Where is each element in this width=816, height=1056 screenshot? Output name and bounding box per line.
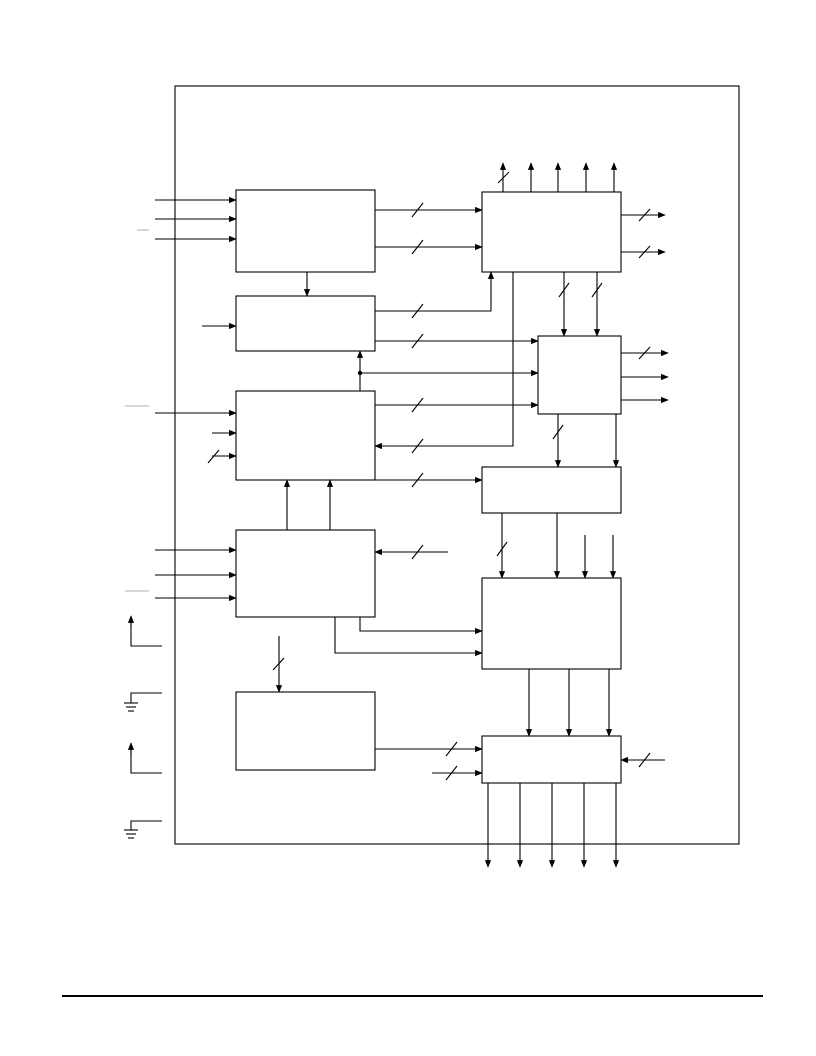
power-supply-icon bbox=[130, 617, 162, 647]
outer-frame bbox=[174, 85, 740, 845]
block-top-right bbox=[481, 191, 622, 273]
block-mid-right bbox=[537, 335, 622, 415]
bus-width-marks bbox=[207, 171, 651, 781]
link-arrow bbox=[334, 617, 483, 657]
link-arrow bbox=[359, 617, 483, 635]
block-lower-right bbox=[481, 577, 622, 670]
block-upper-left-2 bbox=[235, 295, 376, 352]
block-lower-left bbox=[235, 529, 376, 618]
bus-arrow bbox=[375, 271, 495, 312]
block-bottom-left bbox=[235, 691, 376, 771]
ground-icon bbox=[130, 820, 162, 830]
power-supply-icon bbox=[130, 744, 162, 774]
block-mid-left bbox=[235, 390, 376, 481]
block-bottom-right bbox=[481, 735, 622, 784]
bus-arrow bbox=[374, 272, 514, 450]
block-strip-right bbox=[481, 466, 622, 514]
block-top-left bbox=[235, 189, 376, 273]
junction-dot bbox=[357, 370, 363, 376]
ground-icon bbox=[130, 692, 162, 703]
